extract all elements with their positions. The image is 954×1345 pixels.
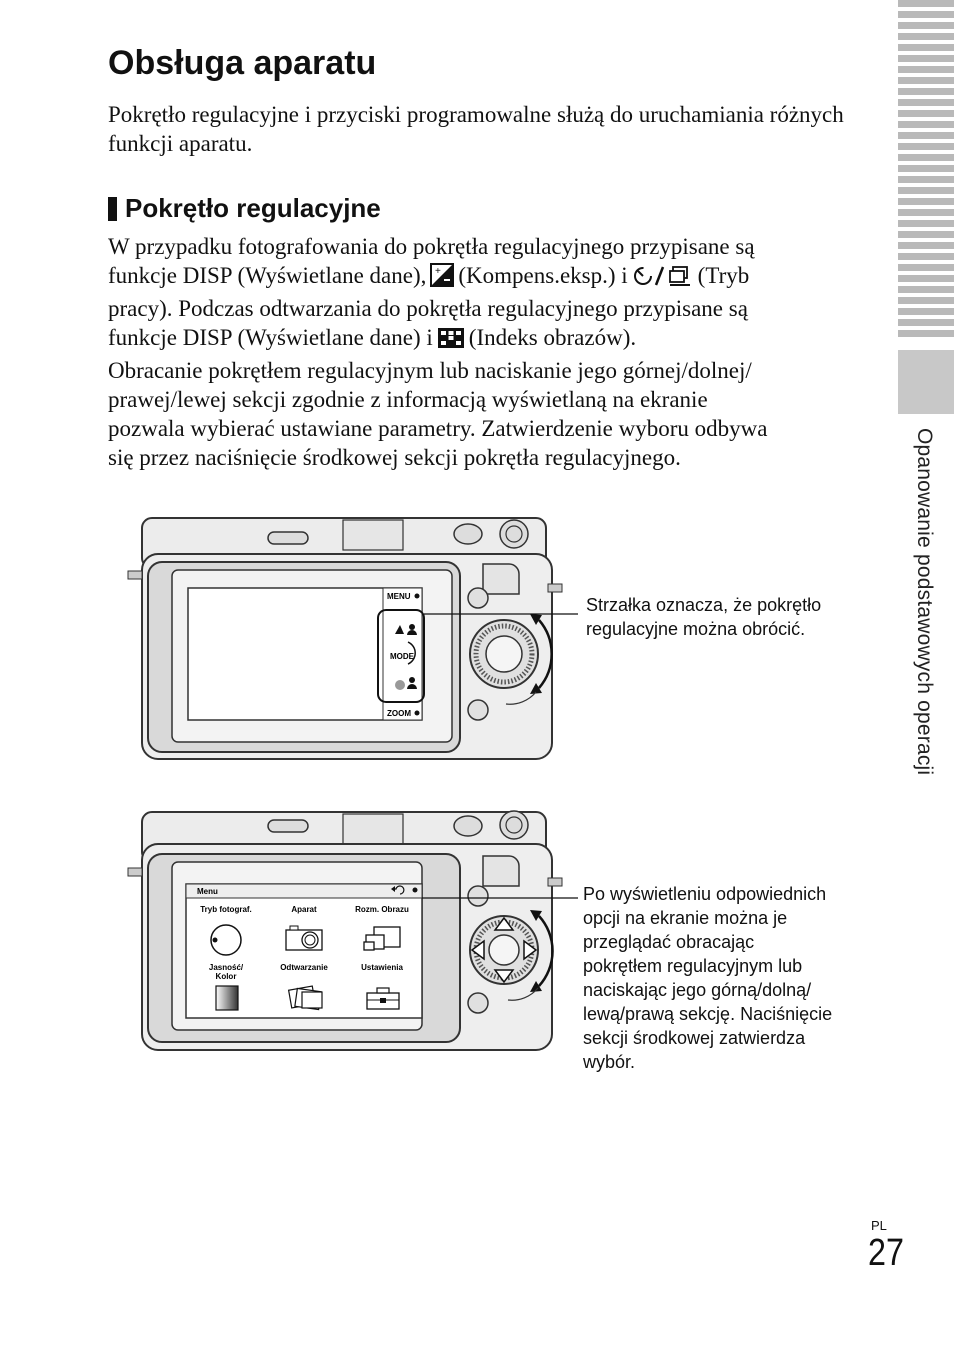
edge-stripes <box>898 0 954 340</box>
playback-icon <box>287 985 323 1011</box>
side-tab-label: Opanowanie podstawowych operacji <box>913 428 936 776</box>
body-text-fragment: funkcje DISP (Wyświetlane dane) i <box>108 325 433 350</box>
menu-item-label: Tryb fotograf. <box>200 905 252 914</box>
body-text-fragment: (Indeks obrazów). <box>468 325 637 350</box>
intro-paragraph: Pokrętło regulacyjne i przyciski program… <box>108 102 844 156</box>
mode-softkey-label: MODE <box>390 652 415 661</box>
body-line: Obracanie pokrętłem regulacyjnym lub nac… <box>108 358 752 383</box>
section-bullet-icon <box>108 196 117 221</box>
body-line: pozwala wybierać ustawiane parametry. Za… <box>108 416 768 441</box>
menu-screen-header: Menu <box>197 887 218 896</box>
menu-item-label: Jasność/ <box>209 963 244 972</box>
brightness-color-icon <box>215 985 239 1011</box>
body-line: pracy). Podczas odtwarzania do pokrętła … <box>108 296 748 321</box>
image-index-icon <box>437 327 465 356</box>
camera-icon <box>285 925 323 951</box>
self-timer-drive-icon <box>632 263 694 294</box>
edge-block <box>898 350 954 414</box>
callout-line: Strzałka oznacza, że pokrętło <box>586 595 822 615</box>
toolbox-icon <box>366 987 400 1010</box>
callout-line: wybór. <box>583 1052 636 1072</box>
mode-dial-icon <box>210 924 242 956</box>
body-text-fragment: (Kompens.eksp.) i <box>458 263 628 288</box>
callout-rotate: Strzałka oznacza, że pokrętło regulacyjn… <box>586 593 821 641</box>
callout-line: naciskając jego górną/dolną/ <box>583 980 812 1000</box>
svg-text:+: + <box>435 266 441 277</box>
body-line: funkcje DISP (Wyświetlane dane), + (Kompen… <box>108 261 868 294</box>
camera-back-illustration-2: Menu Tryb fotograf. Aparat Rozm. Obrazu … <box>127 810 578 1051</box>
menu-item-label: Rozm. Obrazu <box>355 905 409 914</box>
section-heading-text: Pokrętło regulacyjne <box>125 193 381 223</box>
callout-line: opcji na ekranie można je <box>583 908 788 928</box>
callout-line: przeglądać obracając <box>583 932 755 952</box>
back-icon <box>391 885 405 895</box>
exposure-compensation-icon: + <box>430 263 455 294</box>
body-line: prawej/lewej sekcji zgodnie z informacją… <box>108 387 708 412</box>
image-size-icon <box>363 926 401 951</box>
body-paragraph: W przypadku fotografowania do pokrętła r… <box>108 232 868 472</box>
menu-item-label: Kolor <box>216 972 237 981</box>
menu-item-label: Odtwarzanie <box>280 963 328 972</box>
callout-line: pokrętłem regulacyjnym lub <box>583 956 803 976</box>
menu-item-label: Aparat <box>291 905 317 914</box>
callout-line: sekcji środkowej zatwierdza <box>583 1028 806 1048</box>
menu-softkey-label: MENU <box>387 592 411 601</box>
callout-line: lewą/prawą sekcję. Naciśnięcie <box>583 1004 833 1024</box>
body-line: W przypadku fotografowania do pokrętła r… <box>108 234 755 259</box>
callout-navigate: Po wyświetleniu odpowiednich opcji na ek… <box>583 882 832 1074</box>
callout-line: Po wyświetleniu odpowiednich <box>583 884 827 904</box>
body-line: się przez naciśnięcie środkowej sekcji p… <box>108 445 681 470</box>
menu-item-label: Ustawienia <box>361 963 403 972</box>
camera-back-illustration-1: MENU ZOOM MODE <box>127 517 578 760</box>
zoom-softkey-label: ZOOM <box>387 709 411 718</box>
callout-line: regulacyjne można obrócić. <box>586 619 806 639</box>
body-text-fragment: funkcje DISP (Wyświetlane dane), <box>108 263 427 288</box>
page-language: PL <box>871 1218 887 1233</box>
page-title: Obsługa aparatu <box>108 44 377 82</box>
body-line: funkcje DISP (Wyświetlane dane) i (Indeks… <box>108 323 868 356</box>
section-heading: Pokrętło regulacyjne <box>108 193 381 224</box>
page-number: 27 <box>868 1232 904 1274</box>
body-text-fragment: (Tryb <box>697 263 750 288</box>
